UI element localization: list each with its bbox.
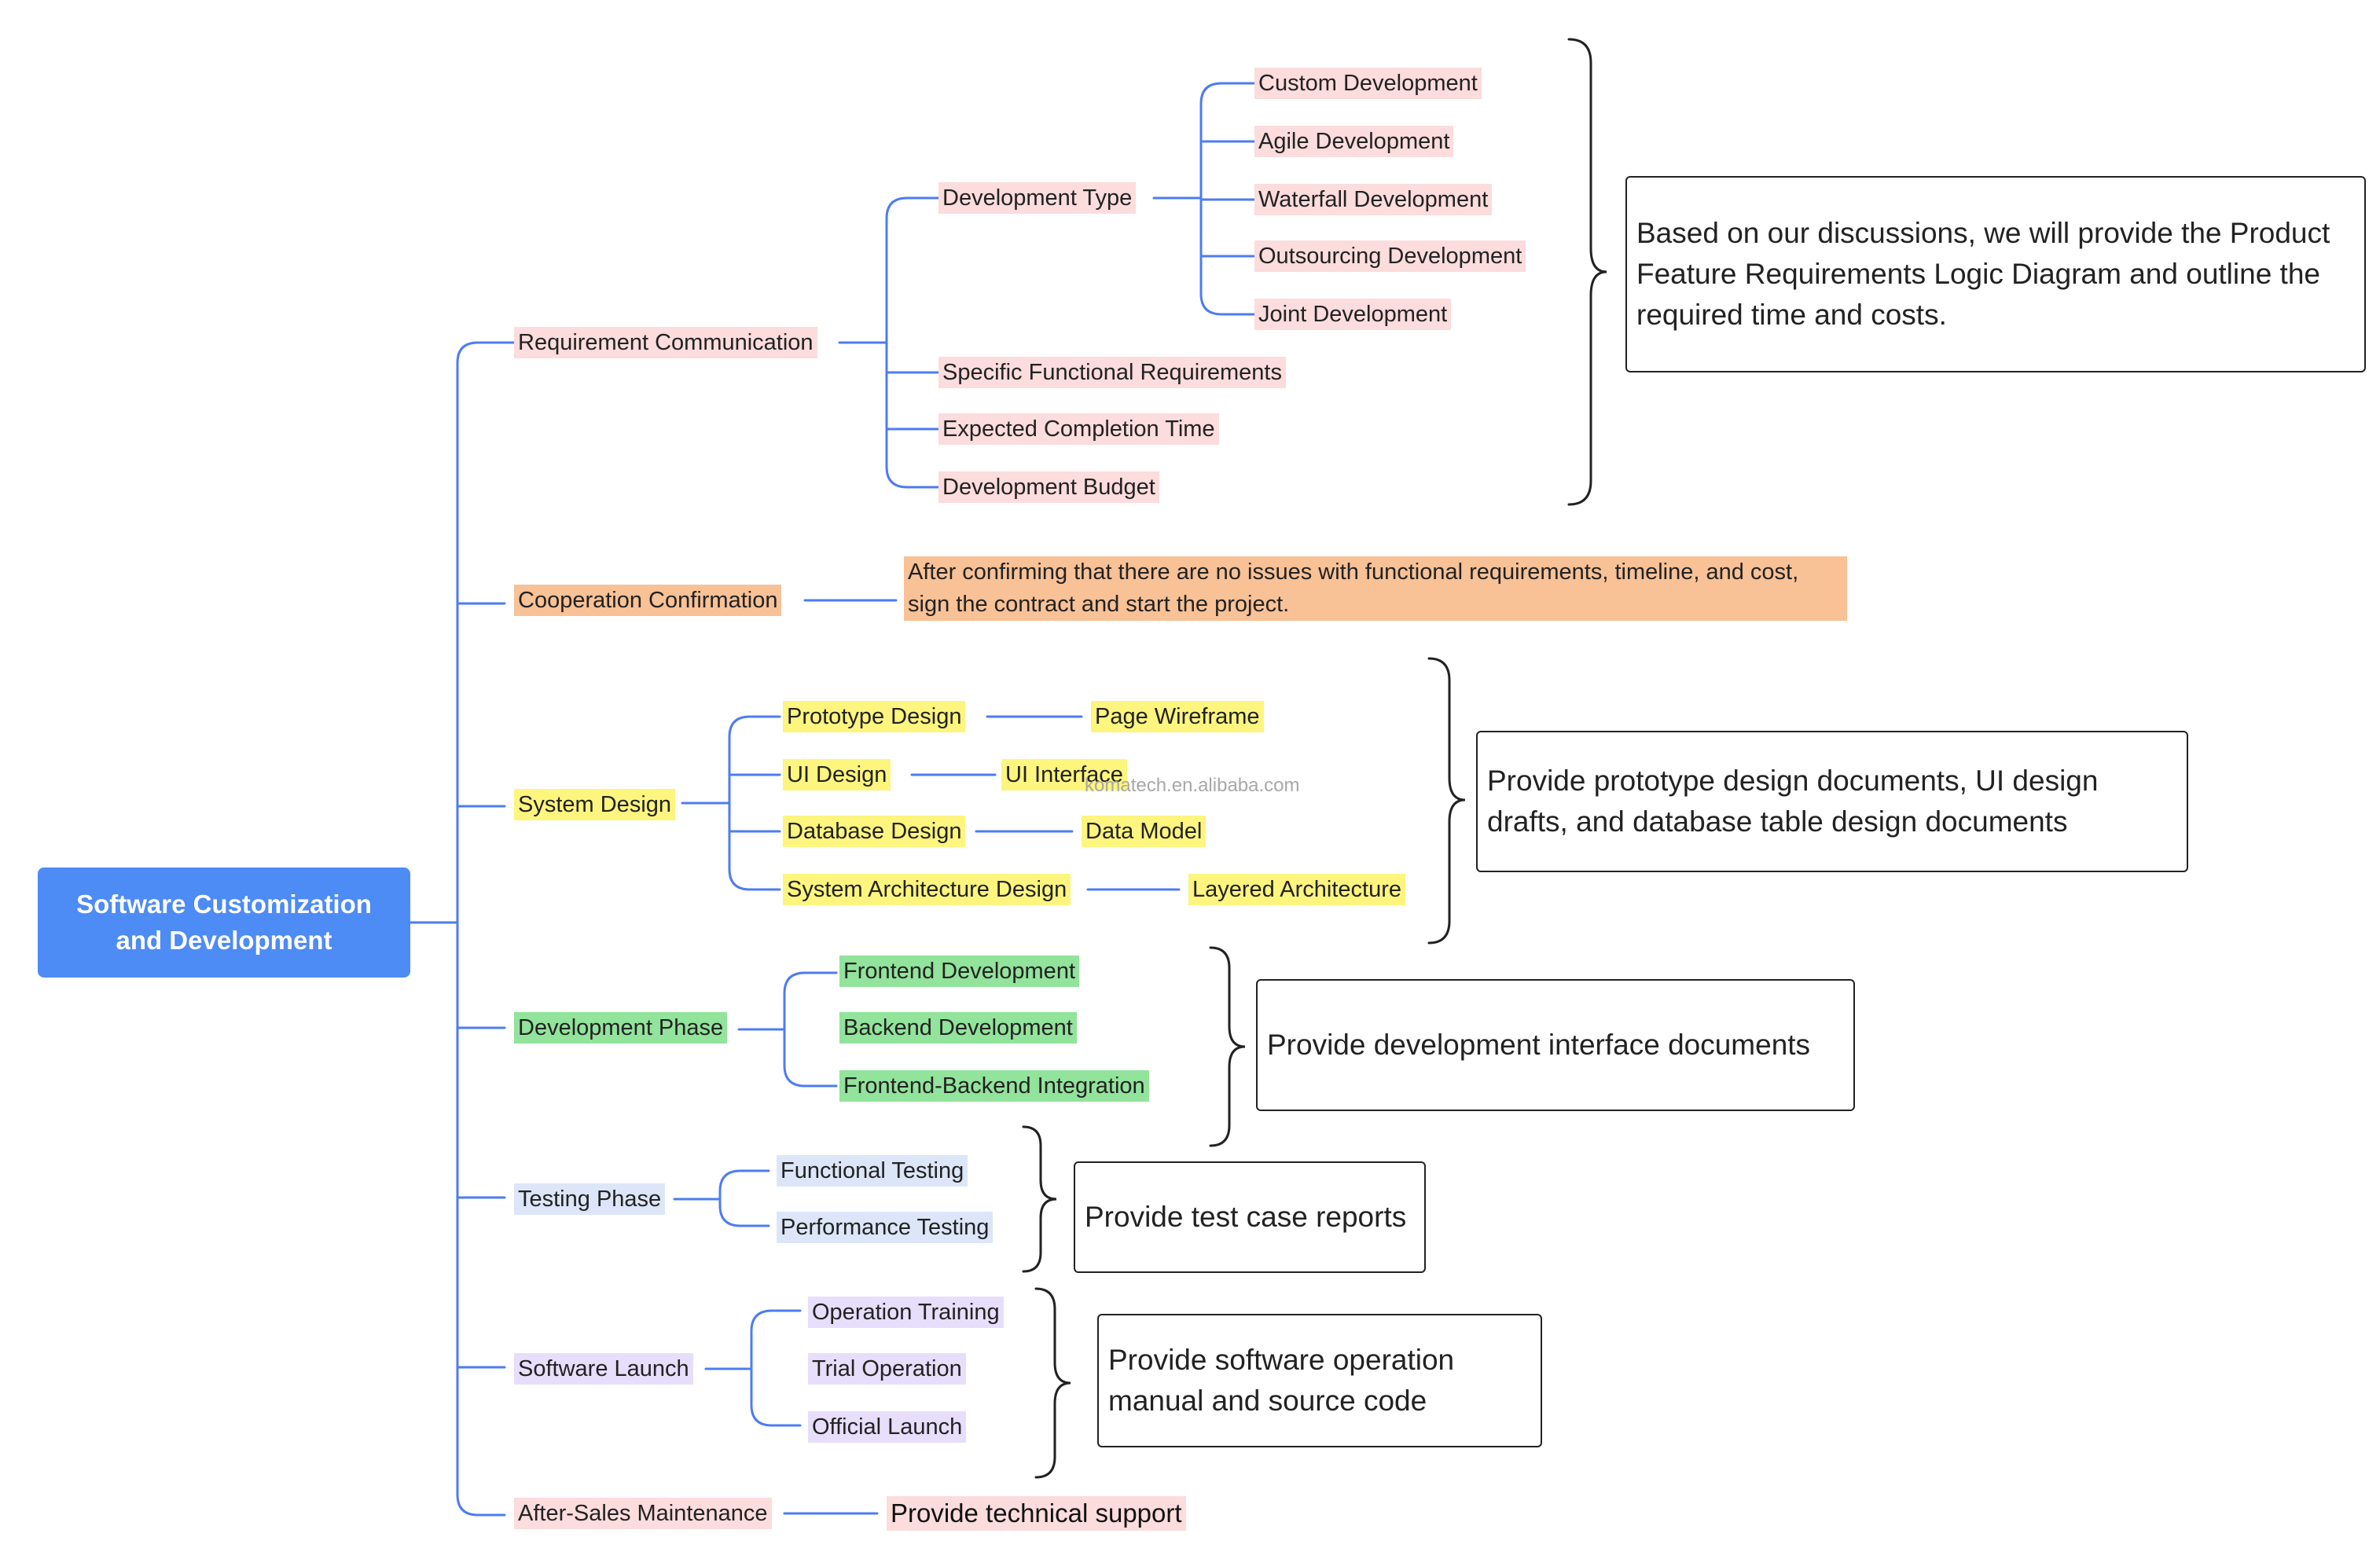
node-database-design[interactable]: Database Design xyxy=(783,816,966,847)
node-functional-testing[interactable]: Functional Testing xyxy=(777,1155,968,1187)
node-joint-development[interactable]: Joint Development xyxy=(1254,299,1452,330)
note-development: Provide development interface documents xyxy=(1256,979,1855,1111)
main-spine xyxy=(456,341,522,1517)
brace-requirement xyxy=(1567,38,1607,506)
node-development-budget[interactable]: Development Budget xyxy=(938,471,1159,503)
brace-launch xyxy=(1034,1287,1071,1479)
brace-testing xyxy=(1022,1125,1057,1273)
node-software-launch[interactable]: Software Launch xyxy=(514,1353,693,1385)
sys-spine xyxy=(728,715,781,891)
node-cooperation-confirmation[interactable]: Cooperation Confirmation xyxy=(514,585,782,616)
node-frontend-development[interactable]: Frontend Development xyxy=(839,956,1079,987)
note-cooperation: After confirming that there are no issue… xyxy=(904,556,1847,621)
brace-system-design xyxy=(1427,657,1466,945)
dev-spine xyxy=(783,971,838,1088)
note-system-design: Provide prototype design documents, UI d… xyxy=(1476,731,2188,872)
node-specific-functional-requirements[interactable]: Specific Functional Requirements xyxy=(938,357,1286,388)
node-page-wireframe[interactable]: Page Wireframe xyxy=(1091,701,1264,732)
node-official-launch[interactable]: Official Launch xyxy=(808,1411,967,1443)
node-ui-interface[interactable]: UI Interface xyxy=(1001,759,1127,791)
node-expected-completion-time[interactable]: Expected Completion Time xyxy=(938,413,1219,445)
node-ui-design[interactable]: UI Design xyxy=(783,759,891,791)
req-spine xyxy=(885,196,943,489)
node-testing-phase[interactable]: Testing Phase xyxy=(514,1183,666,1215)
node-performance-testing[interactable]: Performance Testing xyxy=(777,1212,994,1243)
node-frontend-backend-integration[interactable]: Frontend-Backend Integration xyxy=(839,1070,1149,1102)
node-system-architecture-design[interactable]: System Architecture Design xyxy=(783,874,1071,905)
node-trial-operation[interactable]: Trial Operation xyxy=(808,1353,966,1385)
node-layered-architecture[interactable]: Layered Architecture xyxy=(1188,874,1405,905)
node-development-type[interactable]: Development Type xyxy=(938,182,1137,214)
note-testing: Provide test case reports xyxy=(1074,1161,1426,1273)
node-prototype-design[interactable]: Prototype Design xyxy=(783,701,966,732)
node-agile-development[interactable]: Agile Development xyxy=(1254,126,1454,157)
note-launch: Provide software operation manual and so… xyxy=(1097,1314,1542,1447)
node-requirement-communication[interactable]: Requirement Communication xyxy=(514,327,817,358)
root-node[interactable]: Software Customization and Development xyxy=(38,868,410,978)
node-data-model[interactable]: Data Model xyxy=(1082,816,1207,847)
node-development-phase[interactable]: Development Phase xyxy=(514,1012,728,1044)
node-after-sales-maintenance[interactable]: After-Sales Maintenance xyxy=(514,1498,772,1529)
node-operation-training[interactable]: Operation Training xyxy=(808,1297,1004,1328)
note-requirement: Based on our discussions, we will provid… xyxy=(1625,176,2366,372)
launch-spine xyxy=(750,1309,802,1427)
test-spine xyxy=(718,1169,770,1227)
brace-development xyxy=(1209,946,1246,1147)
node-waterfall-development[interactable]: Waterfall Development xyxy=(1254,184,1493,215)
node-outsourcing-development[interactable]: Outsourcing Development xyxy=(1254,240,1526,272)
node-system-design[interactable]: System Design xyxy=(514,789,676,820)
node-provide-technical-support[interactable]: Provide technical support xyxy=(887,1496,1186,1531)
watermark-text: komatech.en.alibaba.com xyxy=(1085,775,1300,796)
node-backend-development[interactable]: Backend Development xyxy=(839,1012,1077,1044)
node-custom-development[interactable]: Custom Development xyxy=(1254,68,1482,99)
